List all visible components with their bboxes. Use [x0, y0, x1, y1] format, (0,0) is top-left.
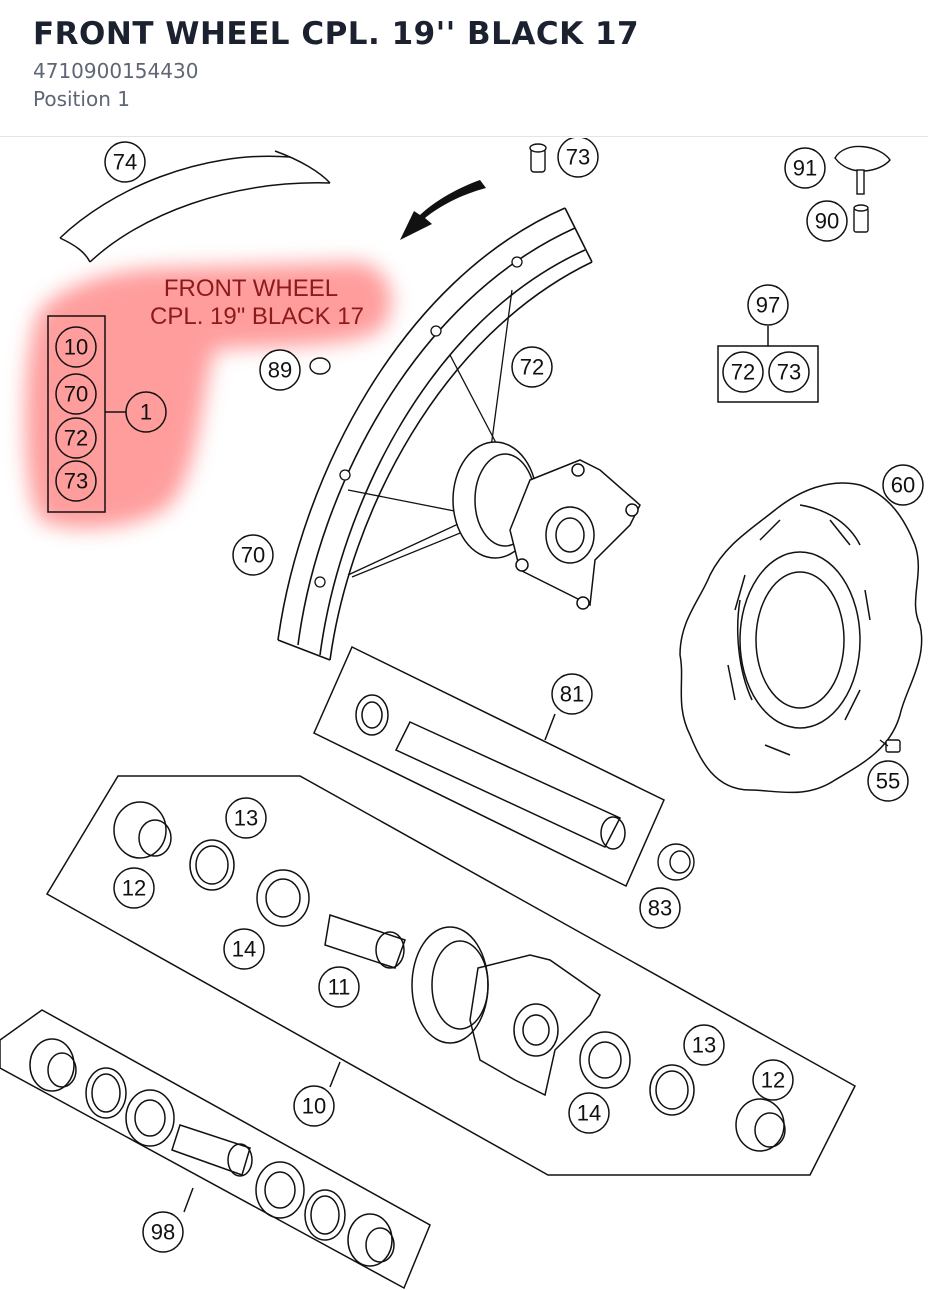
- bearing-kit: [0, 1009, 431, 1290]
- highlight-area: [25, 262, 392, 529]
- group-97[interactable]: 97 72 73: [717, 284, 819, 403]
- svg-text:10: 10: [64, 335, 88, 360]
- svg-text:10: 10: [302, 1094, 326, 1119]
- group-97-parent[interactable]: 97: [747, 284, 789, 326]
- svg-text:55: 55: [876, 769, 900, 794]
- callout-89[interactable]: 89: [259, 349, 301, 391]
- svg-text:83: 83: [648, 896, 672, 921]
- rotation-arrow: [400, 180, 486, 240]
- header: FRONT WHEEL CPL. 19'' BLACK 17 471090015…: [0, 0, 928, 137]
- svg-text:12: 12: [761, 1068, 785, 1093]
- callout-13-b[interactable]: 13: [683, 1024, 725, 1066]
- svg-text:72: 72: [731, 360, 755, 385]
- svg-text:70: 70: [241, 543, 265, 568]
- svg-text:60: 60: [891, 473, 915, 498]
- svg-text:89: 89: [268, 358, 292, 383]
- group-1-child-73[interactable]: 73: [55, 460, 97, 502]
- plug-89: [309, 357, 331, 375]
- svg-text:73: 73: [566, 145, 590, 170]
- spacer-83: [657, 843, 695, 881]
- banner-line-2: CPL. 19" BLACK 17: [150, 303, 364, 330]
- group-1-child-70[interactable]: 70: [55, 373, 97, 415]
- callout-55[interactable]: 55: [867, 760, 909, 802]
- callout-83[interactable]: 83: [639, 887, 681, 929]
- callout-60[interactable]: 60: [882, 464, 924, 506]
- callout-81[interactable]: 81: [551, 673, 593, 715]
- group-1-parent[interactable]: 1: [125, 391, 167, 433]
- svg-text:73: 73: [64, 469, 88, 494]
- hub-kit: [45, 775, 856, 1176]
- svg-text:13: 13: [234, 806, 258, 831]
- callout-12[interactable]: 12: [113, 867, 155, 909]
- svg-text:90: 90: [815, 209, 839, 234]
- callout-14[interactable]: 14: [223, 928, 265, 970]
- callout-90[interactable]: 90: [806, 200, 848, 242]
- svg-text:81: 81: [560, 682, 584, 707]
- callout-74[interactable]: 74: [104, 141, 146, 183]
- svg-text:97: 97: [756, 293, 780, 318]
- tire-lever: [834, 145, 891, 195]
- spoke-nipples: [314, 256, 523, 588]
- svg-text:72: 72: [520, 355, 544, 380]
- callout-91[interactable]: 91: [784, 147, 826, 189]
- valve-cap: [529, 143, 547, 173]
- callout-73[interactable]: 73: [557, 138, 599, 178]
- group-97-child-72[interactable]: 72: [722, 351, 764, 393]
- front-rim: [277, 207, 593, 661]
- svg-text:12: 12: [122, 876, 146, 901]
- group-1-child-10[interactable]: 10: [55, 326, 97, 368]
- position-label: Position 1: [33, 87, 130, 111]
- sleeve-90: [853, 204, 869, 233]
- exploded-parts-diagram: FRONT WHEEL CPL. 19" BLACK 17 10 70 72 7…: [0, 138, 924, 1290]
- callout-11[interactable]: 11: [318, 966, 360, 1008]
- page-title: FRONT WHEEL CPL. 19'' BLACK 17: [33, 16, 640, 52]
- svg-text:74: 74: [113, 150, 137, 175]
- group-1[interactable]: 10 70 72 73 1: [47, 315, 167, 513]
- part-number: 4710900154430: [33, 59, 199, 83]
- rim-tape: [59, 150, 331, 263]
- group-1-child-72[interactable]: 72: [55, 417, 97, 459]
- callout-12-b[interactable]: 12: [752, 1059, 794, 1101]
- svg-text:98: 98: [151, 1220, 175, 1245]
- brake-disc: [679, 482, 923, 794]
- svg-text:11: 11: [328, 975, 351, 1000]
- svg-text:14: 14: [577, 1101, 601, 1126]
- wheel-hub: [452, 441, 641, 610]
- callout-10[interactable]: 10: [293, 1085, 335, 1127]
- svg-text:72: 72: [64, 426, 88, 451]
- svg-text:73: 73: [777, 360, 801, 385]
- svg-text:13: 13: [692, 1033, 716, 1058]
- screw-55: [879, 739, 901, 753]
- axle-kit: [313, 645, 665, 888]
- banner-line-1: FRONT WHEEL: [164, 275, 338, 302]
- callout-72[interactable]: 72: [511, 346, 553, 388]
- svg-text:14: 14: [232, 937, 256, 962]
- svg-text:1: 1: [140, 400, 152, 425]
- callout-98[interactable]: 98: [142, 1211, 184, 1253]
- svg-text:70: 70: [64, 382, 88, 407]
- callout-13[interactable]: 13: [225, 797, 267, 839]
- callout-14-b[interactable]: 14: [568, 1092, 610, 1134]
- group-97-child-73[interactable]: 73: [768, 351, 810, 393]
- svg-text:91: 91: [793, 156, 817, 181]
- callout-70[interactable]: 70: [232, 534, 274, 576]
